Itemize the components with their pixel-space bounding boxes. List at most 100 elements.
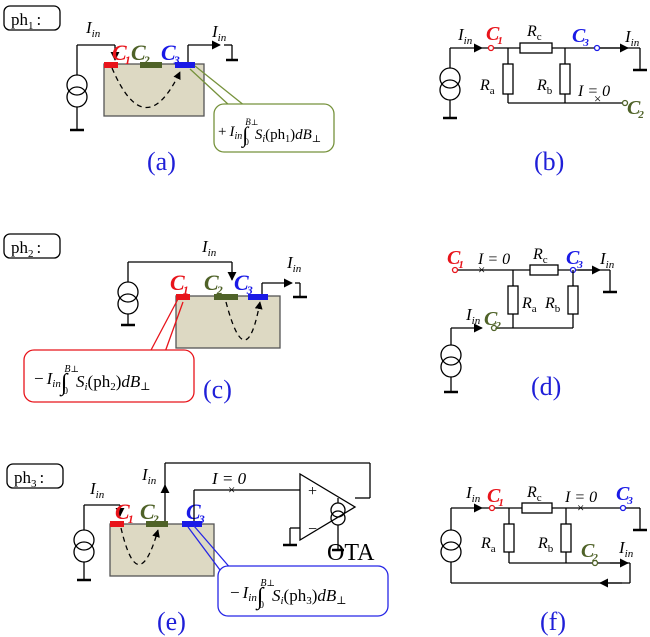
svg-text:Iin: Iin — [89, 479, 105, 501]
svg-text:×: × — [478, 262, 485, 277]
integral-callout — [213, 103, 335, 153]
svg-text:+: + — [308, 483, 317, 500]
contact-c3-pad — [175, 62, 195, 68]
contact-c2-pad — [146, 521, 168, 527]
svg-text:Iin: Iin — [465, 483, 481, 505]
node-c3 — [619, 504, 627, 512]
svg-text:ph3:: ph3: — [14, 468, 44, 490]
svg-text:I = 0: I = 0 — [211, 469, 247, 488]
svg-text:I = 0: I = 0 — [564, 489, 597, 506]
resistor-ra — [507, 285, 519, 315]
current-source — [66, 44, 120, 132]
node-c1 — [488, 504, 496, 512]
resistor-rb — [567, 285, 579, 315]
svg-text:Iin: Iin — [624, 27, 640, 49]
svg-text:Iin: Iin — [465, 305, 481, 327]
svg-text:Rb: Rb — [544, 295, 561, 315]
ota-label: OTA — [327, 540, 375, 566]
svg-text:−: − — [308, 521, 317, 538]
node-c3 — [593, 44, 601, 52]
panel-d: C1 × I = 0 Rc C3 Iin Ra Rb C2 Iin (d) — [440, 246, 617, 401]
integral-expression: −Iin∫B⊥0Si(ph3)dB⊥ — [230, 578, 347, 611]
svg-text:C1: C1 — [487, 485, 504, 509]
panel-label-e: (e) — [157, 607, 186, 636]
resistor-rb — [560, 523, 572, 553]
contact-c3-label: C3 — [161, 40, 180, 67]
contact-c3-pad — [248, 294, 268, 300]
panel-label-a: (a) — [147, 147, 176, 176]
contact-c1-pad — [110, 521, 124, 527]
svg-text:C3: C3 — [566, 247, 583, 271]
svg-text:Ra: Ra — [480, 535, 496, 555]
integral-expression: −Iin∫B⊥0Si(ph2)dB⊥ — [34, 364, 151, 397]
svg-text:×: × — [594, 91, 601, 106]
current-path-arc — [120, 527, 160, 565]
integral-callout — [23, 349, 195, 403]
svg-text:C2: C2 — [484, 308, 501, 332]
svg-text:C3: C3 — [616, 483, 633, 507]
svg-text:ph1:: ph1: — [11, 10, 41, 32]
panel-c: ph2: Iin C1 C2 C3 Iin −Iin∫B⊥0Si(ph2)dB⊥… — [3, 233, 307, 404]
svg-text:×: × — [228, 482, 235, 497]
phase-label-box — [6, 463, 64, 489]
node-c2 — [621, 99, 629, 107]
svg-text:Rc: Rc — [526, 23, 542, 43]
output-current-label: Iin — [211, 22, 227, 44]
contact-c1-pad — [104, 62, 118, 68]
svg-text:Rb: Rb — [536, 77, 553, 97]
panel-e: ph3: Iin C1 C2 C3 Iin × I = 0 + — [6, 462, 389, 636]
resistor-rc — [521, 502, 553, 514]
svg-text:I = 0: I = 0 — [477, 251, 510, 268]
contact-c1-label: C1 — [112, 40, 131, 67]
svg-text:Iin: Iin — [286, 253, 302, 275]
svg-text:C3: C3 — [234, 270, 253, 297]
svg-text:×: × — [577, 500, 584, 515]
svg-text:C2: C2 — [627, 97, 644, 121]
svg-text:C1: C1 — [115, 499, 134, 526]
svg-text:C1: C1 — [447, 247, 464, 271]
node-c1 — [487, 44, 495, 52]
integral-callout — [217, 565, 389, 617]
svg-text:Ra: Ra — [479, 77, 495, 97]
panel-label-d: (d) — [531, 372, 561, 401]
node-c2 — [591, 559, 599, 567]
current-label: Iin — [85, 18, 101, 40]
svg-text:Ra: Ra — [521, 295, 537, 315]
resistor-rb — [559, 63, 571, 95]
panel-label-f: (f) — [540, 607, 566, 636]
svg-text:C1: C1 — [486, 23, 503, 47]
panel-label-c: (c) — [203, 375, 232, 404]
hall-plate — [175, 295, 281, 349]
phase-label-box — [3, 5, 61, 31]
svg-text:Rc: Rc — [526, 484, 542, 504]
resistor-rc — [529, 264, 559, 276]
svg-text:C2: C2 — [204, 270, 223, 297]
node-c2 — [490, 324, 498, 332]
svg-text:Iin: Iin — [141, 465, 157, 487]
contact-c2-label: C2 — [131, 40, 150, 67]
svg-text:Iin: Iin — [201, 237, 217, 259]
svg-text:C2: C2 — [581, 540, 598, 564]
resistor-ra — [503, 523, 515, 553]
contact-c1-pad — [176, 294, 190, 300]
contact-c2-pad — [214, 294, 238, 300]
svg-text:Rc: Rc — [532, 246, 548, 266]
svg-text:Iin: Iin — [618, 538, 634, 560]
svg-text:ph2:: ph2: — [11, 238, 41, 260]
svg-text:C3: C3 — [186, 499, 205, 526]
svg-text:C1: C1 — [170, 270, 189, 297]
svg-text:C3: C3 — [572, 25, 589, 49]
node-c1 — [451, 266, 459, 274]
ota-amplifier: + − OTA — [283, 472, 375, 566]
contact-c3-pad — [182, 521, 202, 527]
panel-f: Iin C1 Rc × I = 0 C3 Ra Rb C2 Iin (f) — [440, 483, 647, 636]
resistor-rc — [519, 42, 553, 54]
contact-c2-pad — [140, 62, 162, 68]
svg-text:C2: C2 — [140, 499, 159, 526]
resistor-ra — [502, 63, 514, 95]
phase-label-box — [3, 233, 61, 259]
svg-text:Iin: Iin — [599, 249, 615, 271]
